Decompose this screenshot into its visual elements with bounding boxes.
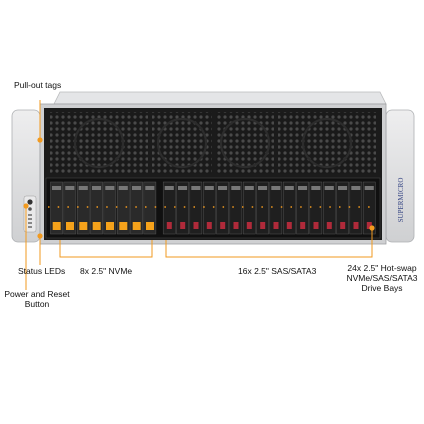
nvme-drive-bay[interactable] xyxy=(143,181,157,235)
power-button-icon[interactable] xyxy=(27,199,33,205)
nvme-pull-tag[interactable] xyxy=(52,222,61,230)
sas-sata-drive-bay[interactable] xyxy=(189,181,203,235)
nvme-drive-bay[interactable] xyxy=(130,181,143,235)
sas-sata-pull-tag[interactable] xyxy=(366,222,372,229)
sas-sata-pull-tag[interactable] xyxy=(246,222,252,229)
nvme-pull-tag[interactable] xyxy=(106,222,114,230)
status-led-icons xyxy=(28,214,32,228)
nvme-pull-tag[interactable] xyxy=(79,222,88,230)
sas-sata-pull-tag[interactable] xyxy=(326,222,332,229)
sas-sata-pull-tag[interactable] xyxy=(233,222,239,229)
nvme-drive-bay[interactable] xyxy=(103,181,117,235)
sas-sata-drive-bay[interactable] xyxy=(269,181,283,235)
callout-hot-swap-line3: Drive Bays xyxy=(361,283,403,293)
callout-hot-swap-bays: 24x 2.5" Hot-swap NVMe/SAS/SATA3 Drive B… xyxy=(340,263,424,293)
drive-latch xyxy=(338,186,348,190)
drive-latch xyxy=(191,186,201,190)
sas-sata-pull-tag[interactable] xyxy=(206,222,212,229)
sas-sata-drive-bay[interactable] xyxy=(202,181,216,235)
drive-latch xyxy=(324,186,334,190)
drive-bays xyxy=(50,181,376,235)
fan-grille-2 xyxy=(152,112,212,174)
drive-latch xyxy=(52,186,62,190)
drive-latch xyxy=(118,186,128,190)
callout-lines xyxy=(25,100,373,290)
callout-power-reset-line2: Button xyxy=(24,299,50,309)
sas-sata-pull-tag[interactable] xyxy=(220,222,226,229)
fan-grille-3 xyxy=(216,112,274,174)
drive-latch xyxy=(164,186,174,190)
nvme-drive-bay[interactable] xyxy=(50,181,63,235)
sas-sata-pull-tag[interactable] xyxy=(313,222,319,229)
reset-button-icon[interactable] xyxy=(28,207,32,211)
fan-grille-1 xyxy=(50,112,148,174)
sas-sata-drive-bay[interactable] xyxy=(176,181,189,235)
sas-sata-drive-bay[interactable] xyxy=(322,181,336,235)
callout-hot-swap-line1: 24x 2.5" Hot-swap xyxy=(347,263,417,273)
sas-sata-pull-tag[interactable] xyxy=(340,222,346,229)
sas-sata-pull-tag[interactable] xyxy=(286,222,292,229)
nvme-pull-tag[interactable] xyxy=(66,222,74,230)
callout-hot-swap-line2: NVMe/SAS/SATA3 xyxy=(346,273,418,283)
drive-latch xyxy=(244,186,254,190)
drive-latch xyxy=(351,186,361,190)
drive-latch xyxy=(284,186,294,190)
drive-latch xyxy=(132,186,142,190)
nvme-drive-bay[interactable] xyxy=(116,181,130,235)
sas-sata-drive-bay[interactable] xyxy=(296,181,309,235)
sas-sata-drive-bay[interactable] xyxy=(242,181,256,235)
drive-latch xyxy=(231,186,241,190)
callout-nvme-bays: 8x 2.5" NVMe xyxy=(80,266,133,276)
nvme-pull-tag[interactable] xyxy=(119,222,128,230)
nvme-pull-tag[interactable] xyxy=(146,222,154,230)
drive-latch xyxy=(178,186,188,190)
sas-sata-drive-bay[interactable] xyxy=(362,181,376,235)
sas-sata-drive-bay[interactable] xyxy=(349,181,363,235)
drive-latch xyxy=(271,186,281,190)
drive-latch xyxy=(311,186,321,190)
sas-sata-pull-tag[interactable] xyxy=(166,222,172,229)
callout-dots xyxy=(23,137,375,239)
sas-sata-drive-bay[interactable] xyxy=(229,181,243,235)
nvme-drive-bay[interactable] xyxy=(76,181,90,235)
drive-latch xyxy=(145,186,155,190)
drive-latch xyxy=(92,186,102,190)
nvme-drive-bay[interactable] xyxy=(90,181,103,235)
callout-power-reset-line1: Power and Reset xyxy=(4,289,70,299)
fan-grille-4 xyxy=(278,112,376,174)
nvme-pull-tag[interactable] xyxy=(92,222,101,230)
sas-sata-drive-bay[interactable] xyxy=(256,181,269,235)
callout-sas-sata-bays: 16x 2.5" SAS/SATA3 xyxy=(238,266,317,276)
fan-blades xyxy=(73,117,353,169)
drive-latch xyxy=(364,186,374,190)
sas-sata-drive-bay[interactable] xyxy=(162,181,176,235)
sas-sata-drive-bay[interactable] xyxy=(216,181,229,235)
drive-latch xyxy=(78,186,88,190)
sas-sata-drive-bay[interactable] xyxy=(282,181,296,235)
sas-sata-pull-tag[interactable] xyxy=(300,222,306,229)
drive-latch xyxy=(218,186,228,190)
callout-power-reset: Power and Reset Button xyxy=(2,289,72,309)
sas-sata-pull-tag[interactable] xyxy=(273,222,279,229)
drive-latch xyxy=(258,186,268,190)
sas-sata-pull-tag[interactable] xyxy=(193,222,199,229)
drive-latch xyxy=(65,186,75,190)
sas-sata-pull-tag[interactable] xyxy=(180,222,186,229)
callout-status-leds: Status LEDs xyxy=(18,266,66,276)
chassis-top xyxy=(53,91,387,105)
sas-sata-pull-tag[interactable] xyxy=(260,222,266,229)
sas-sata-drive-bay[interactable] xyxy=(336,181,349,235)
drive-latch xyxy=(298,186,308,190)
drive-latch xyxy=(105,186,115,190)
nvme-drive-bay[interactable] xyxy=(63,181,77,235)
sas-sata-drive-bay[interactable] xyxy=(309,181,323,235)
nvme-pull-tag[interactable] xyxy=(132,222,141,230)
sas-sata-pull-tag[interactable] xyxy=(353,222,359,229)
brand-logo: SUPERMICRO xyxy=(397,178,405,223)
callout-pull-out-tags: Pull-out tags xyxy=(14,80,62,90)
drive-latch xyxy=(204,186,214,190)
